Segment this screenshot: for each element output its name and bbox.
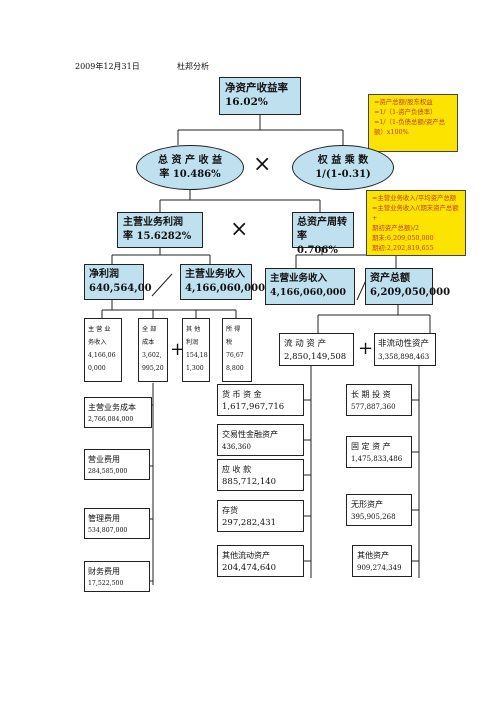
plus-symbol: + [170, 339, 186, 360]
roa-oval: 总 资 产 收 益 率 10.486% [136, 145, 244, 190]
current-asset-value: 297,282,431 [222, 518, 277, 528]
net-profit-value: 640,564,00 [89, 283, 152, 294]
current-assets-label: 流 动 资 产 [284, 339, 327, 349]
report-title: 杜邦分析 [177, 62, 209, 71]
cost-item: 营业费用 284,585,000 [84, 449, 150, 480]
net-profit-box: 净利润 640,564,00 [84, 264, 152, 300]
multiply-symbol: × [253, 152, 272, 177]
current-assets-box: 流 动 资 产 2,850,149,508 [279, 333, 354, 366]
revenue-b-label: 主营业务收入 [270, 273, 328, 284]
noncurrent-assets-box: 非流动性资产 3,358,898,463 [374, 333, 436, 366]
noncurrent-asset-label: 固 定 资 产 [351, 442, 391, 451]
cost-item-value: 534,807,000 [88, 527, 128, 534]
current-asset-value: 204,474,640 [222, 563, 277, 573]
part-income-tax: 所 得 税 76,67 8,800 [222, 318, 252, 382]
asset-turnover-box: 总资产周转 率 0.706% [292, 212, 354, 256]
turnover-formula-note: =主营业务收入/平均资产总额 =主营业务收入/(期末资产总额+ 期初资产总额)/… [366, 190, 466, 256]
noncurrent-asset-label: 长 期 投 资 [351, 390, 391, 399]
net-profit-label: 净利润 [89, 269, 119, 280]
cost-item: 主营业务成本 2,766,084,000 [84, 397, 152, 428]
cost-item: 财务费用 17,522,500 [84, 561, 150, 592]
current-asset-value: 885,712,140 [222, 477, 277, 487]
cost-item-value: 2,766,084,000 [88, 416, 134, 423]
current-asset-label: 交易性金融资产 [222, 430, 278, 439]
cost-item-label: 营业费用 [88, 455, 120, 464]
total-assets-value: 6,209,050,000 [370, 287, 451, 298]
current-asset-item: 货 币 资 金 1,617,967,716 [217, 384, 304, 416]
cost-item-value: 284,585,000 [88, 468, 128, 475]
noncurrent-asset-label: 其他资产 [357, 551, 389, 560]
current-asset-item: 应 收 款 885,712,140 [217, 459, 304, 491]
equity-multiplier-oval: 权 益 乘 数 1/(1-0.31) [292, 145, 394, 190]
revenue-a-label: 主营业务收入 [185, 269, 245, 280]
noncurrent-asset-value: 395,905,268 [351, 513, 396, 521]
current-asset-label: 应 收 款 [222, 465, 252, 474]
cost-item-label: 财务费用 [88, 567, 120, 576]
part-other-profit: 其 他 利润 154,18 1,300 [182, 318, 210, 382]
current-asset-label: 货 币 资 金 [222, 390, 262, 399]
current-asset-item: 交易性金融资产 436,360 [217, 424, 304, 456]
noncurrent-asset-value: 909,274,349 [357, 564, 402, 572]
multiply-symbol-2: × [230, 217, 249, 242]
plus-symbol-2: + [358, 338, 374, 359]
cost-item: 管理费用 534,807,000 [84, 508, 150, 539]
roe-label: 净资产收益率 [225, 82, 288, 94]
noncurrent-asset-value: 1,475,833,486 [351, 455, 403, 463]
asset-turnover-label: 总资产周转 [297, 217, 347, 228]
roe-formula-note: =资产总额/股东权益 =1/（1-资产负债率） =1/（1-负债总额/资产总 额… [368, 94, 458, 152]
multiplier-label: 权 益 乘 数 [317, 154, 369, 166]
revenue-b-value: 4,166,060,000 [270, 287, 347, 298]
roa-value: 率 10.486% [159, 168, 221, 180]
total-assets-box: 资产总额 6,209,050,000 [365, 268, 451, 305]
noncurrent-asset-item: 长 期 投 资 577,887,360 [346, 384, 412, 416]
noncurrent-asset-item: 固 定 资 产 1,475,833,486 [346, 436, 412, 468]
multiplier-value: 1/(1-0.31) [315, 168, 371, 180]
roa-label: 总 资 产 收 益 [158, 154, 222, 166]
profit-margin-box: 主营业务利润 率 15.6282% [117, 212, 203, 248]
roe-box: 净资产收益率 16.02% [219, 77, 301, 115]
current-asset-value: 436,360 [222, 443, 251, 451]
current-asset-label: 其他流动资产 [222, 551, 270, 560]
current-asset-item: 其他流动资产 204,474,640 [217, 545, 304, 577]
noncurrent-asset-label: 无形资产 [351, 500, 383, 509]
roe-value: 16.02% [225, 96, 268, 108]
cost-item-label: 管理费用 [88, 514, 120, 523]
noncurrent-asset-item: 其他资产 909,274,349 [352, 545, 412, 577]
revenue-a-value: 4,166,060,000 [185, 283, 266, 294]
current-assets-value: 2,850,149,508 [284, 352, 347, 362]
divide-symbol [151, 273, 173, 297]
total-assets-label: 资产总额 [370, 273, 410, 284]
asset-turnover-value: 率 0.706% [297, 231, 338, 256]
noncurrent-asset-value: 577,887,360 [351, 403, 396, 411]
noncurrent-assets-value: 3,358,898,463 [378, 353, 430, 361]
part-revenue: 主 营 业 务收入 4,166,06 0,000 [84, 318, 122, 382]
current-asset-label: 存货 [222, 506, 238, 515]
part-total-cost: 全 部 成本 3,602, 995,20 [138, 318, 168, 382]
noncurrent-assets-label: 非流动性资产 [378, 339, 430, 349]
report-date: 2009年12月31日 [75, 62, 140, 71]
noncurrent-asset-item: 无形资产 395,905,268 [346, 494, 412, 526]
revenue-box-a: 主营业务收入 4,166,060,000 [180, 264, 266, 300]
profit-margin-label: 主营业务利润 [123, 217, 183, 228]
cost-item-label: 主营业务成本 [88, 403, 136, 412]
current-asset-item: 存货 297,282,431 [217, 500, 304, 532]
cost-item-value: 17,522,500 [88, 580, 124, 587]
revenue-box-b: 主营业务收入 4,166,060,000 [265, 268, 355, 305]
current-asset-value: 1,617,967,716 [222, 402, 285, 412]
profit-margin-value: 率 15.6282% [123, 231, 192, 242]
